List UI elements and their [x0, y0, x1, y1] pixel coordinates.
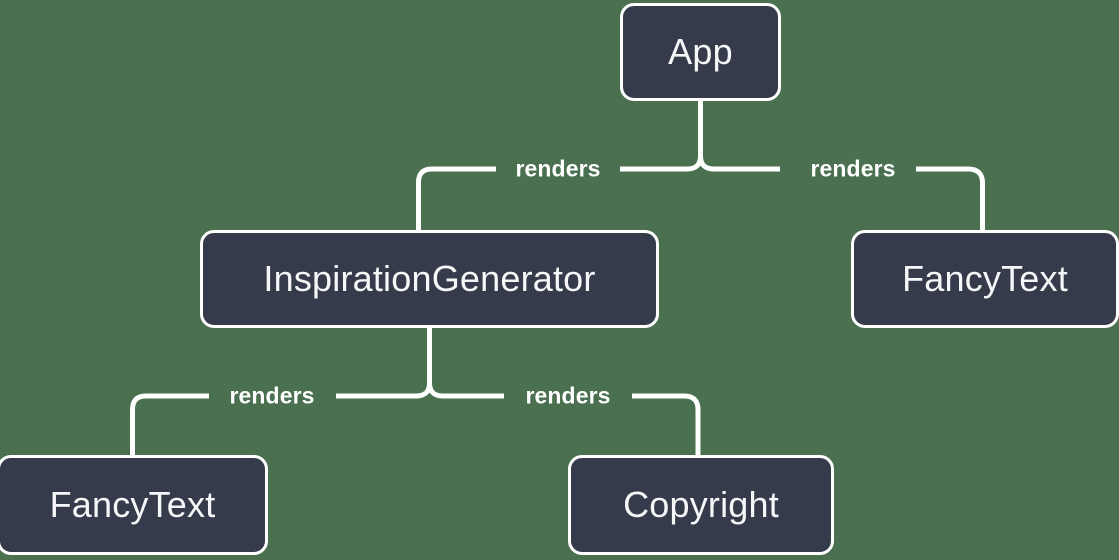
edge-inspgen-split-right — [427, 382, 504, 399]
node-fancytext-right-label: FancyText — [902, 258, 1068, 299]
node-fancytext-bottom-left-label: FancyText — [49, 484, 216, 525]
node-fancytext-bottom-left[interactable]: FancyText — [0, 455, 268, 555]
node-inspiration-generator-label: InspirationGenerator — [263, 258, 596, 299]
node-inspiration-generator[interactable]: InspirationGenerator — [200, 230, 659, 328]
edge-app-inspgen — [416, 166, 496, 230]
edge-app-split-left — [620, 155, 703, 172]
edge-label-app-to-fancytext: renders — [810, 155, 896, 182]
node-copyright-label: Copyright — [623, 484, 779, 525]
node-app[interactable]: App — [620, 3, 781, 101]
node-fancytext-right[interactable]: FancyText — [851, 230, 1119, 328]
edge-app-split-right — [698, 155, 780, 172]
edge-app-fancyright — [916, 166, 985, 230]
node-copyright[interactable]: Copyright — [568, 455, 834, 555]
edge-inspgen-split-left — [336, 382, 432, 399]
edge-inspgen-fancybl — [130, 393, 209, 455]
edge-label-app-to-inspiration-generator: renders — [515, 155, 601, 182]
edge-inspgen-copyright — [632, 393, 701, 455]
edge-label-inspiration-generator-to-fancytext: renders — [229, 382, 315, 409]
node-app-label: App — [668, 31, 733, 72]
edge-label-inspiration-generator-to-copyright: renders — [525, 382, 611, 409]
